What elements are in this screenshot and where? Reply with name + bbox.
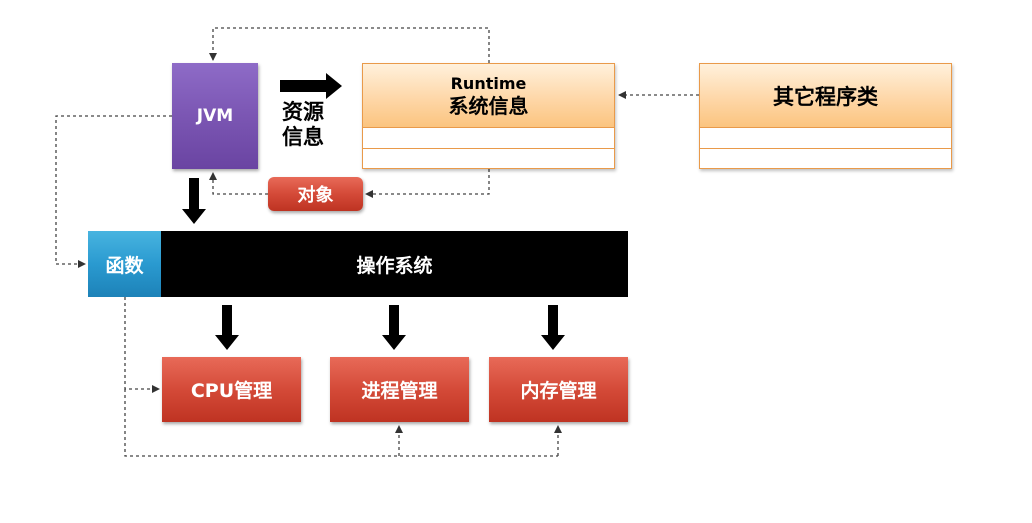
jvm-label: JVM [196,106,234,126]
object-label: 对象 [297,185,334,206]
os-to-process-thick-arrow [382,305,406,350]
function-label: 函数 [105,254,144,277]
object-to-jvm-connector [209,172,268,195]
jvm-to-runtime-thick-arrow [280,73,342,99]
function-bottom-line-connector [124,389,558,457]
jvm-to-os-thick-arrow [182,178,206,224]
memory-management-label: 内存管理 [520,380,597,402]
other-class-box: 其它程序类 [699,63,952,169]
os-to-cpu-thick-arrow [215,305,239,350]
runtime-to-jvm-top-connector [209,27,490,63]
resource-info-line1: 资源 [282,100,324,124]
function-to-cpu-connector [124,297,160,393]
runtime-title: Runtime [450,73,527,93]
runtime-divider [363,148,614,149]
os-label: 操作系统 [356,254,433,277]
resource-info-line2: 信息 [282,125,324,149]
process-management-label: 进程管理 [361,380,438,402]
other-class-divider [700,148,951,149]
other-class-header: 其它程序类 [700,64,951,128]
memory-management-box: 内存管理 [489,357,628,422]
object-box: 对象 [268,177,363,211]
function-box: 函数 [88,231,161,297]
other-class-title: 其它程序类 [773,84,878,109]
os-box: 操作系统 [161,231,628,297]
runtime-to-object-connector [365,169,490,198]
jvm-box: JVM [172,63,258,169]
jvm-to-function-connector [55,115,172,268]
resource-info-label: 资源 信息 [282,100,342,150]
process-management-box: 进程管理 [330,357,469,422]
runtime-class-header: Runtime 系统信息 [363,64,614,128]
runtime-class-box: Runtime 系统信息 [362,63,615,169]
runtime-subtitle: 系统信息 [448,93,529,118]
cpu-management-label: CPU管理 [190,380,273,402]
cpu-management-box: CPU管理 [162,357,301,422]
os-to-memory-thick-arrow [541,305,565,350]
